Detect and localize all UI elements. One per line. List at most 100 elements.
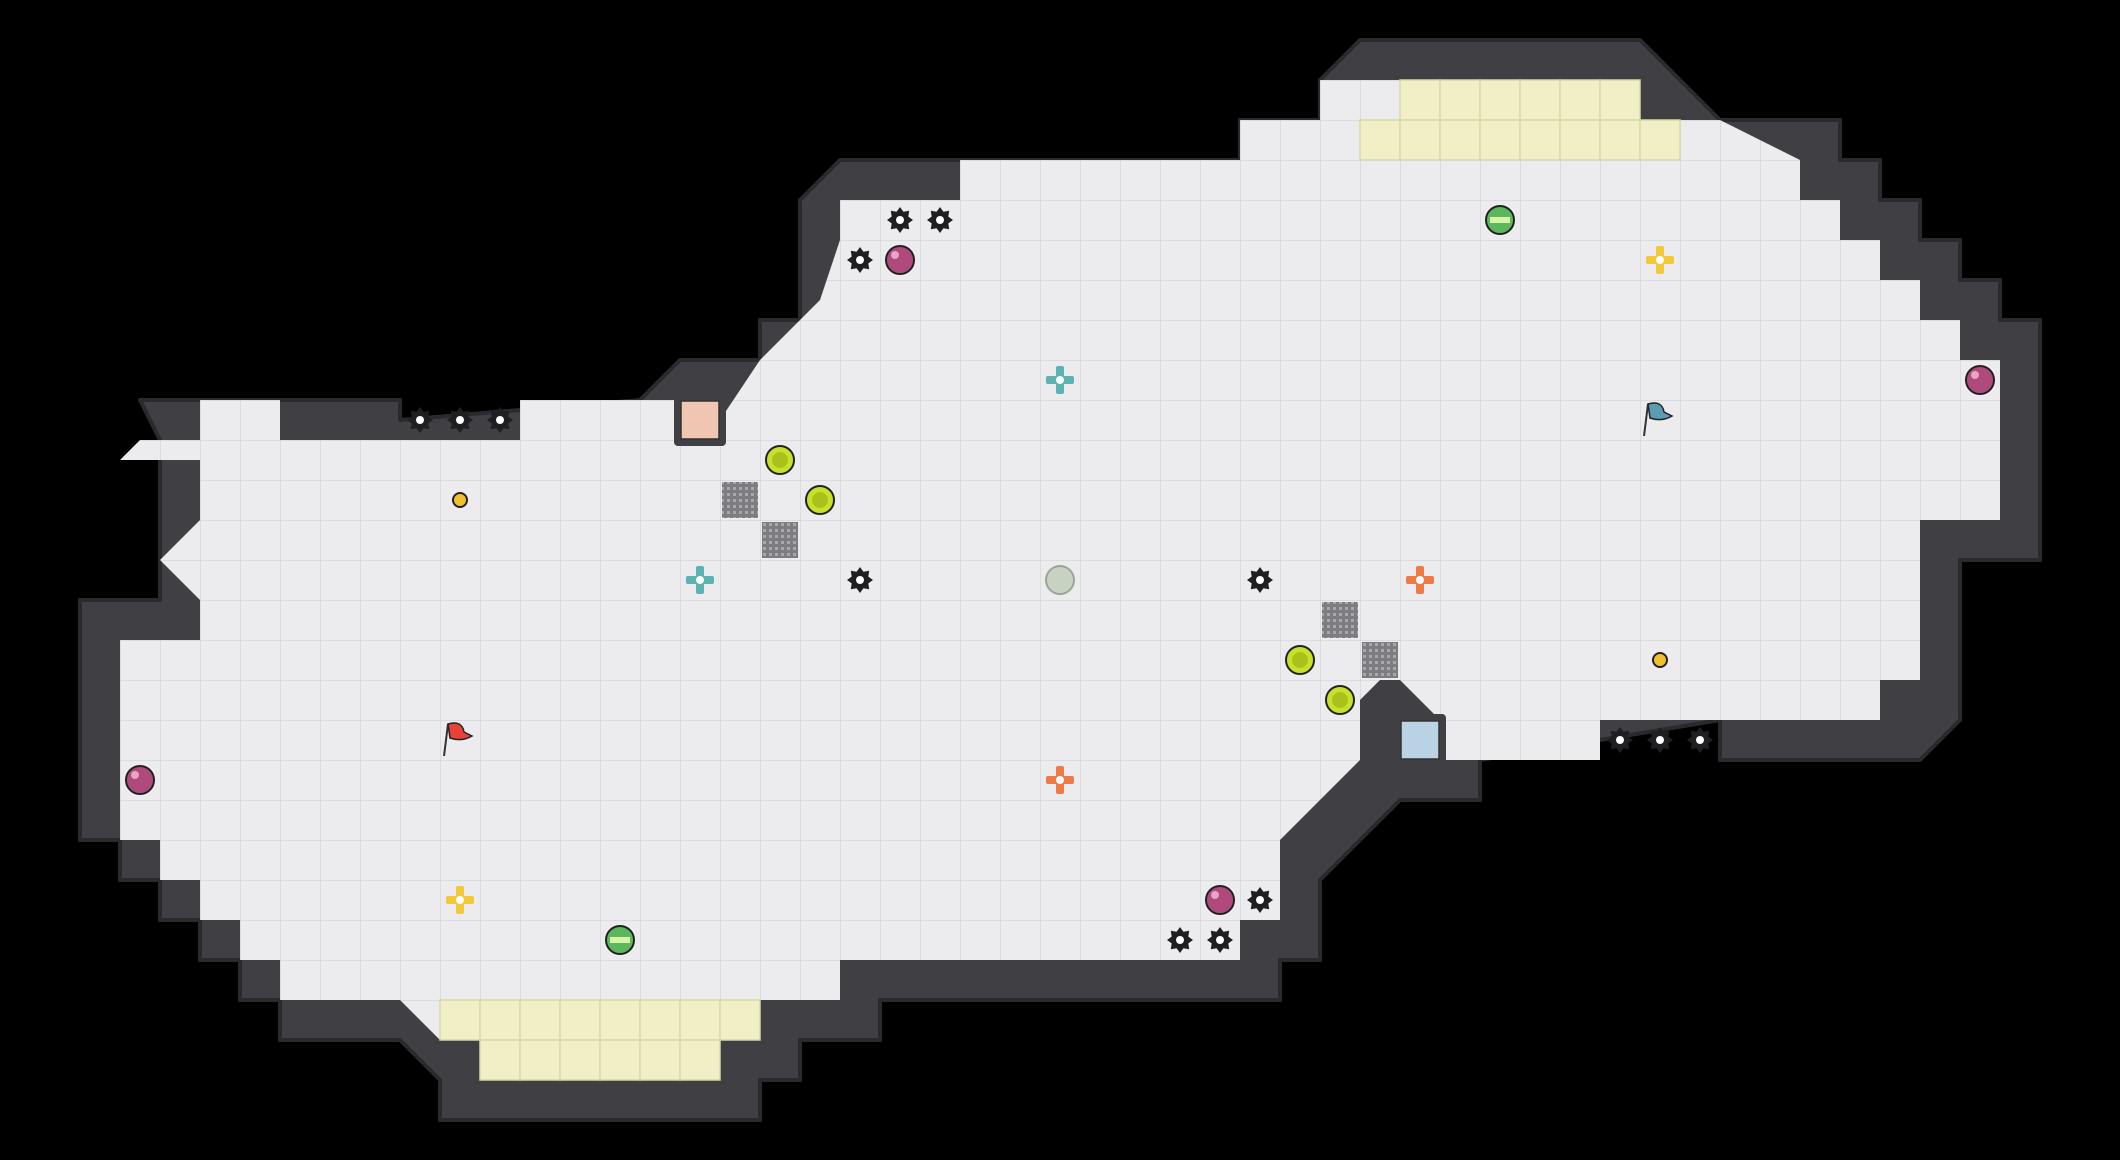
spike-center xyxy=(936,216,944,224)
end-zone-tile xyxy=(719,999,761,1041)
end-zone-tile xyxy=(1439,79,1481,121)
neutral-marker-icon xyxy=(1045,565,1075,595)
portal-icon xyxy=(1646,246,1674,274)
portal-center xyxy=(1056,776,1064,784)
spike-icon xyxy=(847,567,873,593)
spike-center xyxy=(1696,736,1704,744)
spike-center xyxy=(1256,896,1264,904)
portal-icon xyxy=(686,566,714,594)
bomb-shine xyxy=(891,251,899,259)
bomb-icon xyxy=(885,245,915,275)
flag-pole xyxy=(1643,403,1649,437)
boost-icon xyxy=(1285,645,1315,675)
powerup-stripe xyxy=(1490,217,1510,223)
end-zone-tile xyxy=(639,999,681,1041)
spike-icon xyxy=(1647,727,1673,753)
portal-icon xyxy=(446,886,474,914)
spike-icon xyxy=(407,407,433,433)
team-tile-icon xyxy=(1400,720,1440,760)
spike-icon xyxy=(1247,567,1273,593)
end-zone-tile xyxy=(1559,119,1601,161)
boost-core xyxy=(772,452,788,468)
portal-icon xyxy=(1406,566,1434,594)
flag-pole xyxy=(443,723,449,757)
gate-icon xyxy=(1362,642,1398,678)
spike-center xyxy=(896,216,904,224)
red-team-tile xyxy=(674,394,726,446)
red-flag-icon[interactable] xyxy=(443,722,474,757)
spike-icon xyxy=(847,247,873,273)
gate-icon xyxy=(1322,602,1358,638)
gate-icon xyxy=(762,522,798,558)
end-zone-tile xyxy=(639,1039,681,1081)
button-icon[interactable] xyxy=(1652,652,1668,668)
blue-team-tile xyxy=(1394,714,1446,766)
spike-icon xyxy=(1607,727,1633,753)
boost-icon xyxy=(805,485,835,515)
end-zone-tile xyxy=(599,1039,641,1081)
portal-icon xyxy=(1046,366,1074,394)
portal-center xyxy=(456,896,464,904)
spike-icon xyxy=(1207,927,1233,953)
spike-icon xyxy=(447,407,473,433)
spike-center xyxy=(1256,576,1264,584)
end-zone-tile xyxy=(1559,79,1601,121)
end-zone-tile xyxy=(599,999,641,1041)
spike-center xyxy=(1216,936,1224,944)
end-zone-tile xyxy=(519,1039,561,1081)
end-zone-tile xyxy=(1519,79,1561,121)
bomb-shine xyxy=(1211,891,1219,899)
boost-core xyxy=(812,492,828,508)
powerup-icon xyxy=(1485,205,1515,235)
end-zone-tile xyxy=(519,999,561,1041)
portal-center xyxy=(1656,256,1664,264)
spike-center xyxy=(456,416,464,424)
bomb-body xyxy=(885,245,915,275)
portal-center xyxy=(696,576,704,584)
end-zone-tile xyxy=(479,999,521,1041)
portal-center xyxy=(1416,576,1424,584)
gate-icon xyxy=(722,482,758,518)
spike-icon xyxy=(1247,887,1273,913)
spike-center xyxy=(496,416,504,424)
end-zone-tile xyxy=(1599,79,1641,121)
spike-center xyxy=(856,256,864,264)
spike-icon xyxy=(487,407,513,433)
end-zone-tile xyxy=(559,1039,601,1081)
bomb-body xyxy=(1205,885,1235,915)
boost-icon xyxy=(765,445,795,475)
end-zone-tile xyxy=(1399,79,1441,121)
end-zone-tile xyxy=(1639,119,1681,161)
bomb-shine xyxy=(1971,371,1979,379)
bomb-icon xyxy=(125,765,155,795)
bomb-body xyxy=(1965,365,1995,395)
boost-core xyxy=(1292,652,1308,668)
end-zone-tile xyxy=(1599,119,1641,161)
spike-icon xyxy=(1687,727,1713,753)
powerup-stripe xyxy=(610,937,630,943)
bomb-shine xyxy=(131,771,139,779)
end-zone-top xyxy=(1399,79,1641,121)
spike-icon xyxy=(1167,927,1193,953)
button-icon[interactable] xyxy=(452,492,468,508)
end-zone-tile xyxy=(1439,119,1481,161)
end-zone-bottom xyxy=(439,999,761,1041)
spike-icon xyxy=(887,207,913,233)
end-zone-tile xyxy=(559,999,601,1041)
end-zone-tile xyxy=(1519,119,1561,161)
end-zone-tile xyxy=(679,1039,721,1081)
bomb-body xyxy=(125,765,155,795)
bomb-icon xyxy=(1965,365,1995,395)
end-zone-tile xyxy=(479,1039,521,1081)
bomb-icon xyxy=(1205,885,1235,915)
portal-center xyxy=(1056,376,1064,384)
spike-center xyxy=(416,416,424,424)
flag-cloth xyxy=(447,722,474,741)
end-zone-tile xyxy=(1479,119,1521,161)
end-zone-tile xyxy=(1399,119,1441,161)
flag-cloth xyxy=(1647,402,1674,421)
objects-layer xyxy=(125,205,1995,955)
blue-flag-icon[interactable] xyxy=(1643,402,1674,437)
